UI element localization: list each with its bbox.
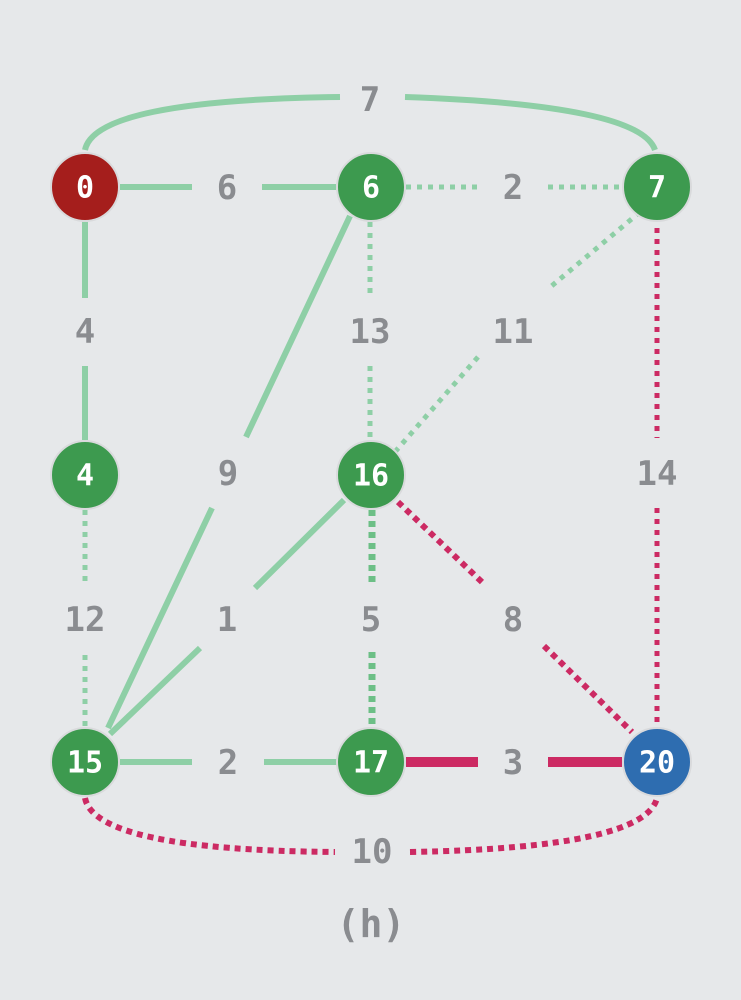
edge-label-6-15: 9 — [218, 454, 238, 494]
node-label-20: 20 — [639, 746, 675, 781]
edge-label-7-20: 14 — [637, 454, 678, 494]
edge-label-6-16: 13 — [350, 312, 391, 352]
edge-16-20 — [395, 499, 635, 735]
edge-16-15 — [107, 497, 347, 737]
node-label-6: 6 — [362, 171, 380, 206]
node-4[interactable]: 4 — [50, 440, 120, 510]
edge-label-15-20: 10 — [352, 832, 393, 872]
node-16[interactable]: 16 — [336, 440, 406, 510]
edge-label-17-20: 3 — [503, 743, 523, 783]
node-label-17: 17 — [353, 746, 389, 781]
edge-6-15 — [105, 214, 353, 730]
node-20[interactable]: 20 — [622, 727, 692, 797]
node-7[interactable]: 7 — [622, 152, 692, 222]
edge-label-16-17: 5 — [361, 600, 381, 640]
edge-15-20 — [82, 797, 660, 855]
edge-label-4-15: 12 — [65, 600, 106, 640]
nodes: 0 6 7 4 16 15 17 20 — [50, 152, 692, 797]
node-0[interactable]: 0 — [50, 152, 120, 222]
node-label-16: 16 — [353, 459, 389, 494]
node-label-4: 4 — [76, 459, 94, 494]
edge-7-16 — [392, 210, 642, 455]
node-label-15: 15 — [67, 746, 103, 781]
edge-labels: 7 6 2 4 13 11 14 9 12 1 5 8 2 3 10 — [65, 80, 678, 872]
node-17[interactable]: 17 — [336, 727, 406, 797]
edge-label-16-20: 8 — [503, 600, 523, 640]
node-6[interactable]: 6 — [336, 152, 406, 222]
edge-label-15-17: 2 — [218, 743, 238, 783]
edges — [82, 94, 660, 855]
edge-label-7-16: 11 — [493, 312, 534, 352]
node-15[interactable]: 15 — [50, 727, 120, 797]
figure-caption: (h) — [337, 902, 406, 946]
node-label-0: 0 — [76, 171, 94, 206]
edge-label-16-15: 1 — [217, 600, 237, 640]
edge-label-0-6: 6 — [217, 168, 237, 208]
edge-label-0-7: 7 — [360, 80, 380, 120]
edge-label-0-4: 4 — [75, 312, 95, 352]
edge-label-6-7: 2 — [503, 168, 523, 208]
node-label-7: 7 — [648, 171, 666, 206]
edge-0-7 — [82, 94, 658, 152]
